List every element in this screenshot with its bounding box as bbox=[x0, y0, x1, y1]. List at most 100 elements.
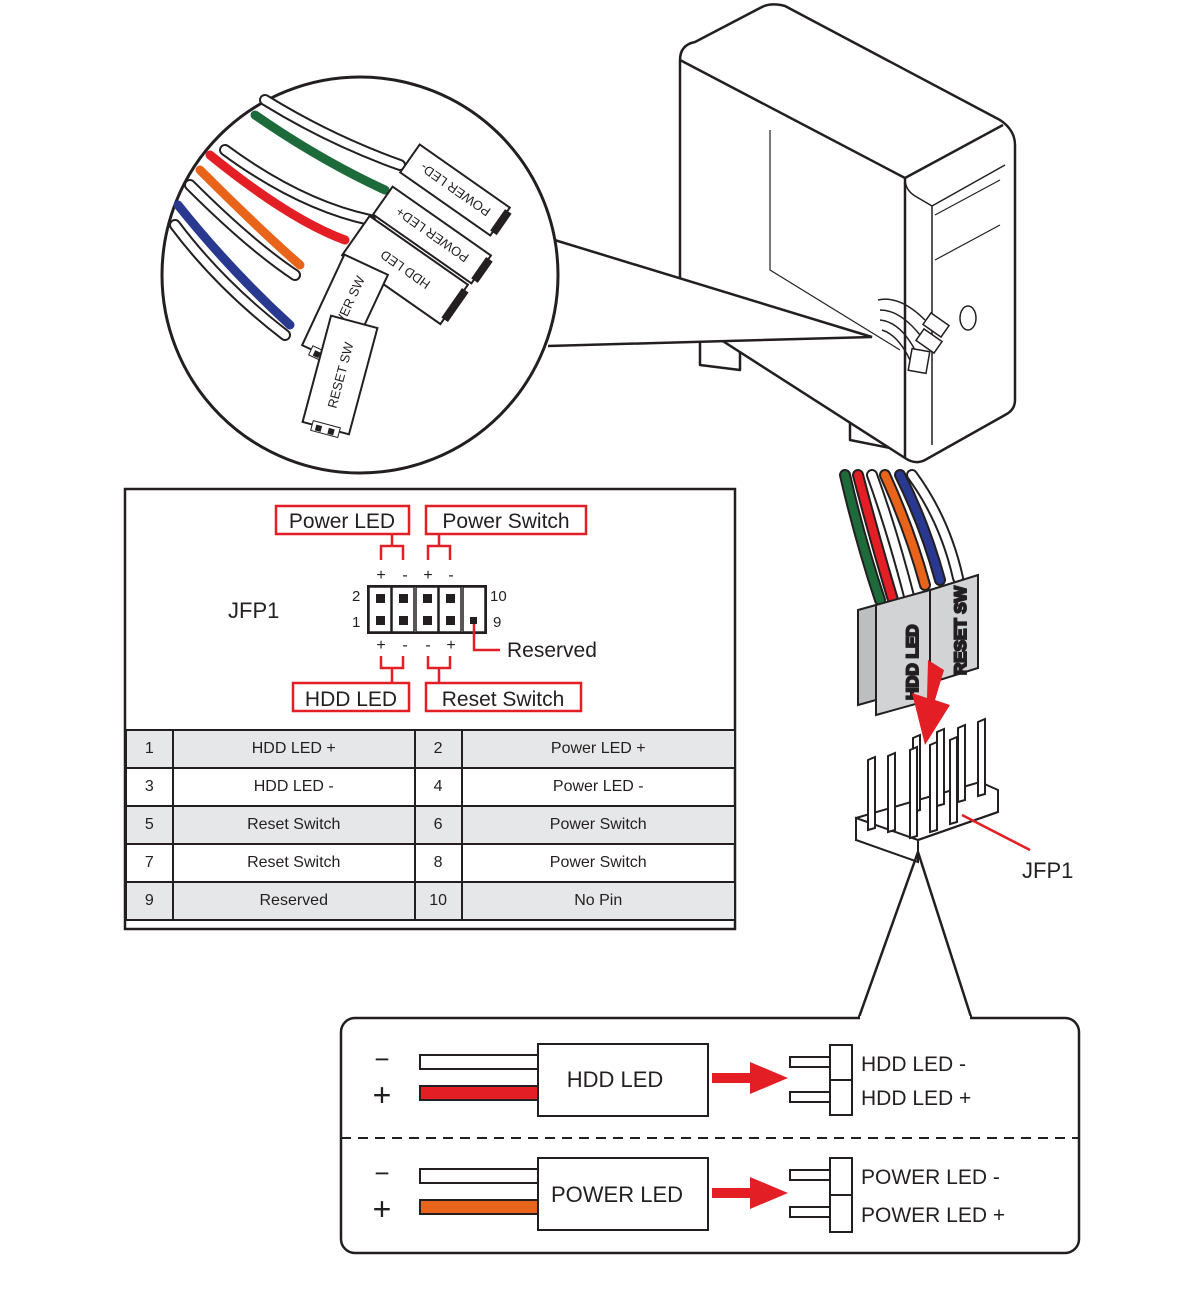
polarity-box bbox=[339, 1016, 1081, 1255]
svg-text:+: + bbox=[423, 567, 432, 584]
arrow-right-icon bbox=[712, 1177, 788, 1209]
pin-number: 1 bbox=[125, 729, 174, 769]
pin-label-minus: HDD LED - bbox=[861, 1053, 966, 1076]
table-row: 1 HDD LED + 2 Power LED + bbox=[125, 729, 736, 769]
polarity-box-gap bbox=[860, 1016, 970, 1022]
table-row: 3 HDD LED - 4 Power LED - bbox=[125, 767, 736, 807]
case-cable-stub bbox=[877, 298, 951, 375]
pin-signal: Reset Switch bbox=[171, 805, 416, 845]
callout-label: Power Switch bbox=[442, 510, 569, 533]
pin-signal: Power Switch bbox=[460, 843, 736, 883]
header-cell bbox=[829, 1044, 853, 1081]
header-cell bbox=[829, 1157, 853, 1196]
pin-signal: No Pin bbox=[460, 881, 736, 921]
pin bbox=[789, 1091, 831, 1103]
pin-number: 9 bbox=[125, 881, 174, 921]
header-cell bbox=[829, 1079, 853, 1116]
insert-arrow bbox=[912, 660, 950, 745]
pin-diagram-box bbox=[123, 487, 737, 931]
connector-box bbox=[537, 1043, 709, 1117]
plus-sign: + bbox=[373, 1191, 392, 1227]
connector-reset-sw: RESET SW bbox=[301, 314, 379, 439]
svg-text:HDD LED: HDD LED bbox=[305, 688, 397, 711]
cable-label: RESET SW bbox=[951, 585, 970, 675]
pin-number: 6 bbox=[413, 805, 463, 845]
connector-label: HDD LED bbox=[567, 1067, 664, 1092]
table-row: 9 Reserved 10 No Pin bbox=[125, 881, 736, 921]
minus-sign: − bbox=[374, 1044, 389, 1074]
svg-text:-: - bbox=[402, 637, 407, 654]
svg-text:+: + bbox=[446, 637, 455, 654]
header-3d-label: JFP1 bbox=[1022, 858, 1073, 883]
pin-signal: Reserved bbox=[171, 881, 416, 921]
pin bbox=[789, 1206, 831, 1218]
callout-power-led: Power LED bbox=[274, 504, 411, 560]
pin-label-plus: POWER LED + bbox=[861, 1204, 1005, 1227]
pin bbox=[789, 1056, 831, 1068]
pin-number: 5 bbox=[125, 805, 174, 845]
table-row: 7 Reset Switch 8 Power Switch bbox=[125, 843, 736, 883]
pin-header-grid bbox=[367, 585, 487, 634]
callout-reserved: Reserved bbox=[472, 624, 597, 662]
svg-text:+: + bbox=[376, 637, 385, 654]
svg-text:-: - bbox=[448, 567, 453, 584]
wire-positive bbox=[419, 1199, 539, 1215]
connector-label: POWER LED bbox=[551, 1182, 683, 1207]
pin-number: 8 bbox=[413, 843, 463, 883]
svg-text:Reset Switch: Reset Switch bbox=[442, 688, 565, 711]
header-cell bbox=[829, 1194, 853, 1233]
pin-number: 3 bbox=[125, 767, 174, 807]
pin-label-minus: POWER LED - bbox=[861, 1166, 1000, 1189]
connector-box bbox=[537, 1157, 709, 1231]
svg-text:9: 9 bbox=[493, 614, 501, 631]
svg-text:2: 2 bbox=[352, 588, 360, 605]
svg-text:+: + bbox=[376, 567, 385, 584]
pin-numbers: 2 1 10 9 bbox=[352, 588, 507, 631]
cable-connectors: HDD LED RESET SW bbox=[857, 573, 979, 717]
pc-case bbox=[678, 3, 1017, 464]
pin-number: 2 bbox=[413, 729, 463, 769]
polarity-top: + - + - bbox=[376, 567, 453, 584]
header-name: JFP1 bbox=[228, 598, 279, 623]
pin-label-plus: HDD LED + bbox=[861, 1087, 971, 1110]
pin-signal: HDD LED + bbox=[171, 729, 416, 769]
plus-sign: + bbox=[373, 1077, 392, 1113]
hdd-polarity-row: − + HDD LED HDD LED - HDD LED + bbox=[373, 1043, 971, 1117]
polarity-bottom: + - - + bbox=[376, 637, 455, 654]
zoom-wires bbox=[169, 94, 406, 341]
header-3d bbox=[855, 717, 999, 864]
svg-text:10: 10 bbox=[490, 588, 507, 605]
callout-hdd-led: HDD LED bbox=[291, 656, 411, 713]
pin-signal: Power LED - bbox=[460, 767, 736, 807]
power-polarity-row: − + POWER LED POWER LED - POWER LED + bbox=[373, 1157, 1005, 1233]
zoom-connectors: POWER LED- POWER LED+ HDD LED POWER SW R… bbox=[300, 143, 512, 439]
callout-power-switch: Power Switch bbox=[424, 504, 588, 560]
minus-sign: − bbox=[374, 1158, 389, 1188]
header-leader-line bbox=[961, 813, 1031, 852]
svg-text:-: - bbox=[402, 567, 407, 584]
cable-bundle bbox=[839, 469, 964, 606]
svg-text:Reserved: Reserved bbox=[507, 639, 597, 662]
callout-label: Power LED bbox=[289, 510, 395, 533]
connector-hdd-led: HDD LED bbox=[340, 214, 470, 326]
pin bbox=[789, 1169, 831, 1181]
pin-signal: Power LED + bbox=[460, 729, 736, 769]
wire-negative bbox=[419, 1054, 539, 1070]
wire-positive bbox=[419, 1085, 539, 1101]
callout-reset-switch: Reset Switch bbox=[424, 656, 583, 713]
pin-number: 4 bbox=[413, 767, 463, 807]
wire-negative bbox=[419, 1168, 539, 1184]
pin-number: 10 bbox=[413, 881, 463, 921]
svg-text:-: - bbox=[425, 637, 430, 654]
arrow-right-icon bbox=[712, 1062, 788, 1094]
pin-table: 1 HDD LED + 2 Power LED + 3 HDD LED - 4 … bbox=[125, 729, 736, 921]
pin-signal: HDD LED - bbox=[171, 767, 416, 807]
polarity-zoom-lines bbox=[856, 851, 974, 1021]
table-row: 5 Reset Switch 6 Power Switch bbox=[125, 805, 736, 845]
pin-signal: Reset Switch bbox=[171, 843, 416, 883]
pin-signal: Power Switch bbox=[460, 805, 736, 845]
cable-label: HDD LED bbox=[903, 624, 922, 700]
svg-text:1: 1 bbox=[352, 614, 360, 631]
pin-number: 7 bbox=[125, 843, 174, 883]
